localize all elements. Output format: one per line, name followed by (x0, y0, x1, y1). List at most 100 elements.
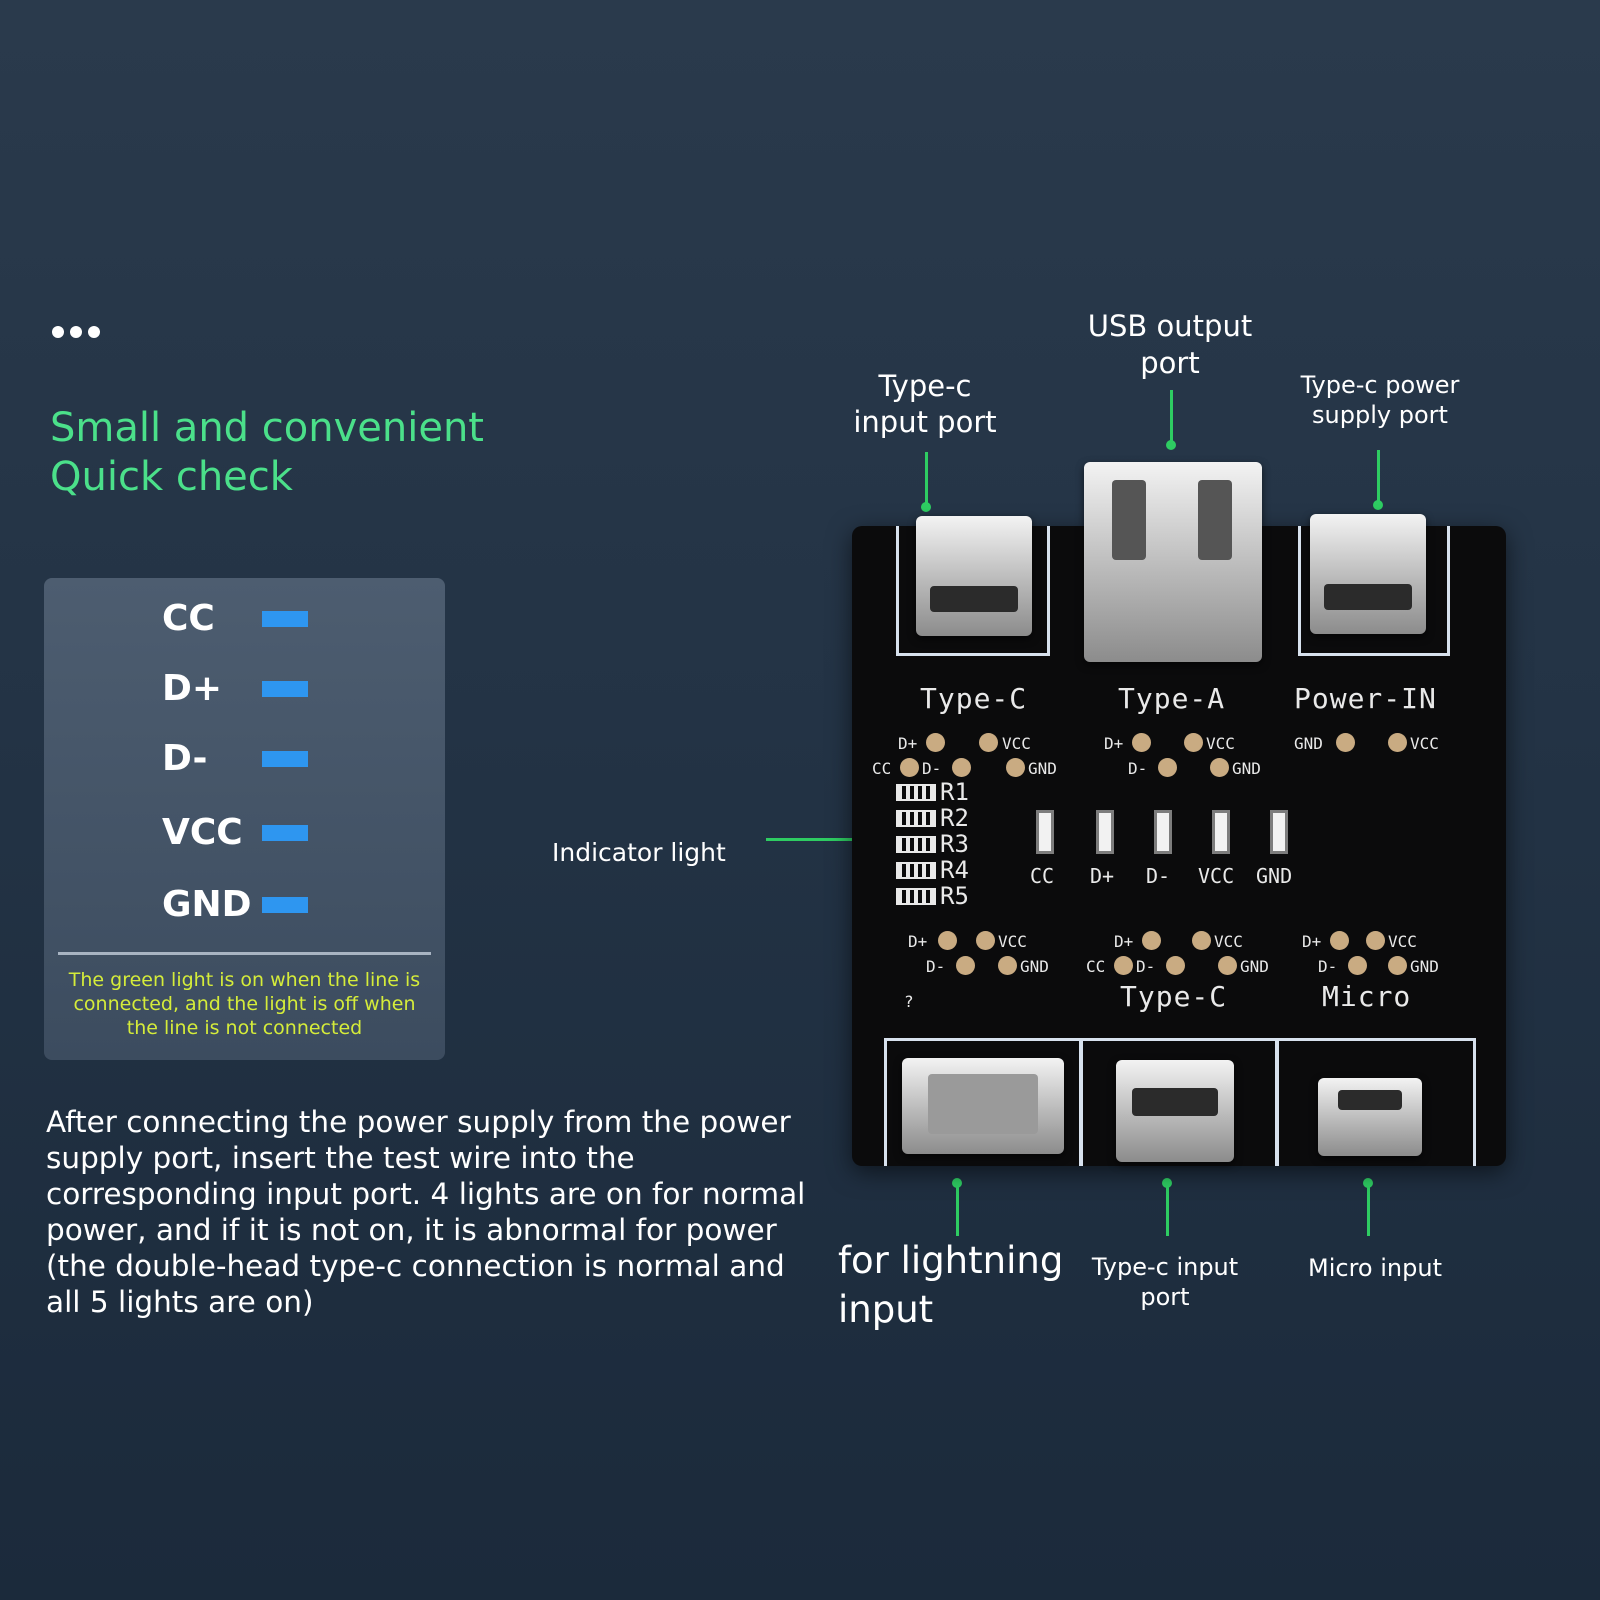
led-label: CC (1030, 864, 1055, 888)
solder-pad (1142, 931, 1161, 950)
solder-pad (1388, 733, 1407, 752)
callout-dot (1373, 500, 1383, 510)
resistor-icon (896, 810, 936, 827)
micro-title: Micro (1322, 980, 1412, 1013)
pad-label-dminus: D- (1128, 759, 1148, 778)
pad-label-gnd: GND (1232, 759, 1261, 778)
pad-label-gnd: GND (1020, 957, 1049, 976)
label-line: input (838, 1288, 934, 1331)
label-line: input port (853, 405, 997, 439)
resistor-icon (896, 862, 936, 879)
lightning-input-label: for lightning input (838, 1236, 1098, 1334)
pin-row-gnd: GND (162, 884, 308, 925)
solder-pad (998, 956, 1017, 975)
solder-pad (1348, 956, 1367, 975)
led-label: D- (1146, 864, 1171, 888)
solder-pad (1330, 931, 1349, 950)
pcb-board: Type-C Type-A Power-IN D+ VCC CC D- GND … (852, 462, 1506, 1166)
solder-pad (1166, 956, 1185, 975)
micro-input-label: Micro input (1308, 1254, 1442, 1282)
pad-label-cc: CC (872, 759, 892, 778)
pad-label-vcc: VCC (1002, 734, 1031, 753)
typec-input-top-label: Type-c input port (840, 368, 1010, 440)
solder-pad (1184, 733, 1203, 752)
pad-label-gnd: GND (1294, 734, 1323, 753)
label-line: port (1140, 346, 1200, 380)
pin-light-icon (262, 750, 308, 767)
solder-pad (1218, 956, 1237, 975)
callout-line-typec-bottom (1166, 1182, 1169, 1236)
solder-pad (900, 758, 919, 777)
pad-label-vcc: VCC (1214, 932, 1243, 951)
solder-pad (1132, 733, 1151, 752)
power-port-outline (1298, 526, 1450, 656)
pad-label-dplus: D+ (908, 932, 928, 951)
solder-pad (1006, 758, 1025, 777)
micro-outline (1276, 1038, 1476, 1166)
pin-light-icon (262, 610, 308, 627)
solder-pad (1366, 931, 1385, 950)
pad-label-dminus: D- (922, 759, 942, 778)
pad-label-vcc: VCC (1388, 932, 1417, 951)
solder-pad (979, 733, 998, 752)
led-label: GND (1256, 864, 1293, 888)
callout-line-micro (1367, 1182, 1370, 1236)
solder-pad (1336, 733, 1355, 752)
indicator-light-label: Indicator light (552, 838, 726, 867)
pin-light-icon (262, 896, 308, 913)
pin-legend-panel: CC D+ D- VCC GND The green light is on w… (44, 578, 445, 1060)
typec-power-label: Type-c power supply port (1282, 370, 1478, 430)
solder-pad (1388, 956, 1407, 975)
more-dots-icon (52, 326, 100, 338)
label-line: for lightning (838, 1239, 1064, 1282)
solder-pad (926, 733, 945, 752)
label-line: USB output (1087, 309, 1253, 343)
label-line: supply port (1312, 401, 1448, 429)
pin-label: D- (162, 738, 208, 779)
pad-label-vcc: VCC (998, 932, 1027, 951)
label-line: Type-c input (1091, 1253, 1239, 1281)
typec-input-bottom-label: Type-c input port (1080, 1252, 1250, 1312)
pad-label-dplus: D+ (1104, 734, 1124, 753)
pad-label-dminus: D- (1318, 957, 1338, 976)
led-label: D+ (1090, 864, 1115, 888)
pin-label: GND (162, 884, 252, 925)
typea-title: Type-A (1118, 682, 1226, 715)
pad-label-dplus: D+ (1114, 932, 1134, 951)
typec-bottom-connector-icon (1116, 1060, 1234, 1162)
solder-pad (952, 758, 971, 777)
light-note: The green light is on when the line is c… (68, 969, 421, 1039)
pad-label-dplus: D+ (898, 734, 918, 753)
solder-pad (976, 931, 995, 950)
description: After connecting the power supply from t… (46, 1105, 806, 1319)
resistor-label: R2 (940, 804, 969, 832)
callout-line-lightning (956, 1182, 959, 1236)
typec-bottom-title: Type-C (1120, 980, 1228, 1013)
usb-output-label: USB output port (1060, 308, 1280, 382)
callout-dot (952, 1178, 962, 1188)
callout-dot (1162, 1178, 1172, 1188)
callout-dot (1166, 440, 1176, 450)
resistor-label: R4 (940, 856, 969, 884)
typec-input-connector-icon (916, 516, 1032, 636)
callout-line-power (1377, 450, 1380, 506)
callout-line-typec-top (925, 452, 928, 508)
pad-label-cc: CC (1086, 957, 1106, 976)
typec-input-outline (896, 526, 1050, 656)
solder-pad (1158, 758, 1177, 777)
led-icon (1096, 810, 1114, 854)
led-icon (1270, 810, 1288, 854)
pin-row-dminus: D- (162, 738, 308, 779)
micro-usb-connector-icon (1318, 1078, 1422, 1156)
pin-light-icon (262, 824, 308, 841)
pad-label-gnd: GND (1028, 759, 1057, 778)
solder-pad (938, 931, 957, 950)
pin-label: CC (162, 598, 215, 639)
resistor-label: R1 (940, 778, 969, 806)
headline: Small and convenient Quick check (50, 404, 484, 502)
usb-a-connector-icon (1084, 462, 1262, 662)
callout-line-usb (1170, 390, 1173, 446)
pad-label-vcc: VCC (1206, 734, 1235, 753)
label-line: Type-c power (1300, 371, 1460, 399)
resistor-label: R5 (940, 882, 969, 910)
